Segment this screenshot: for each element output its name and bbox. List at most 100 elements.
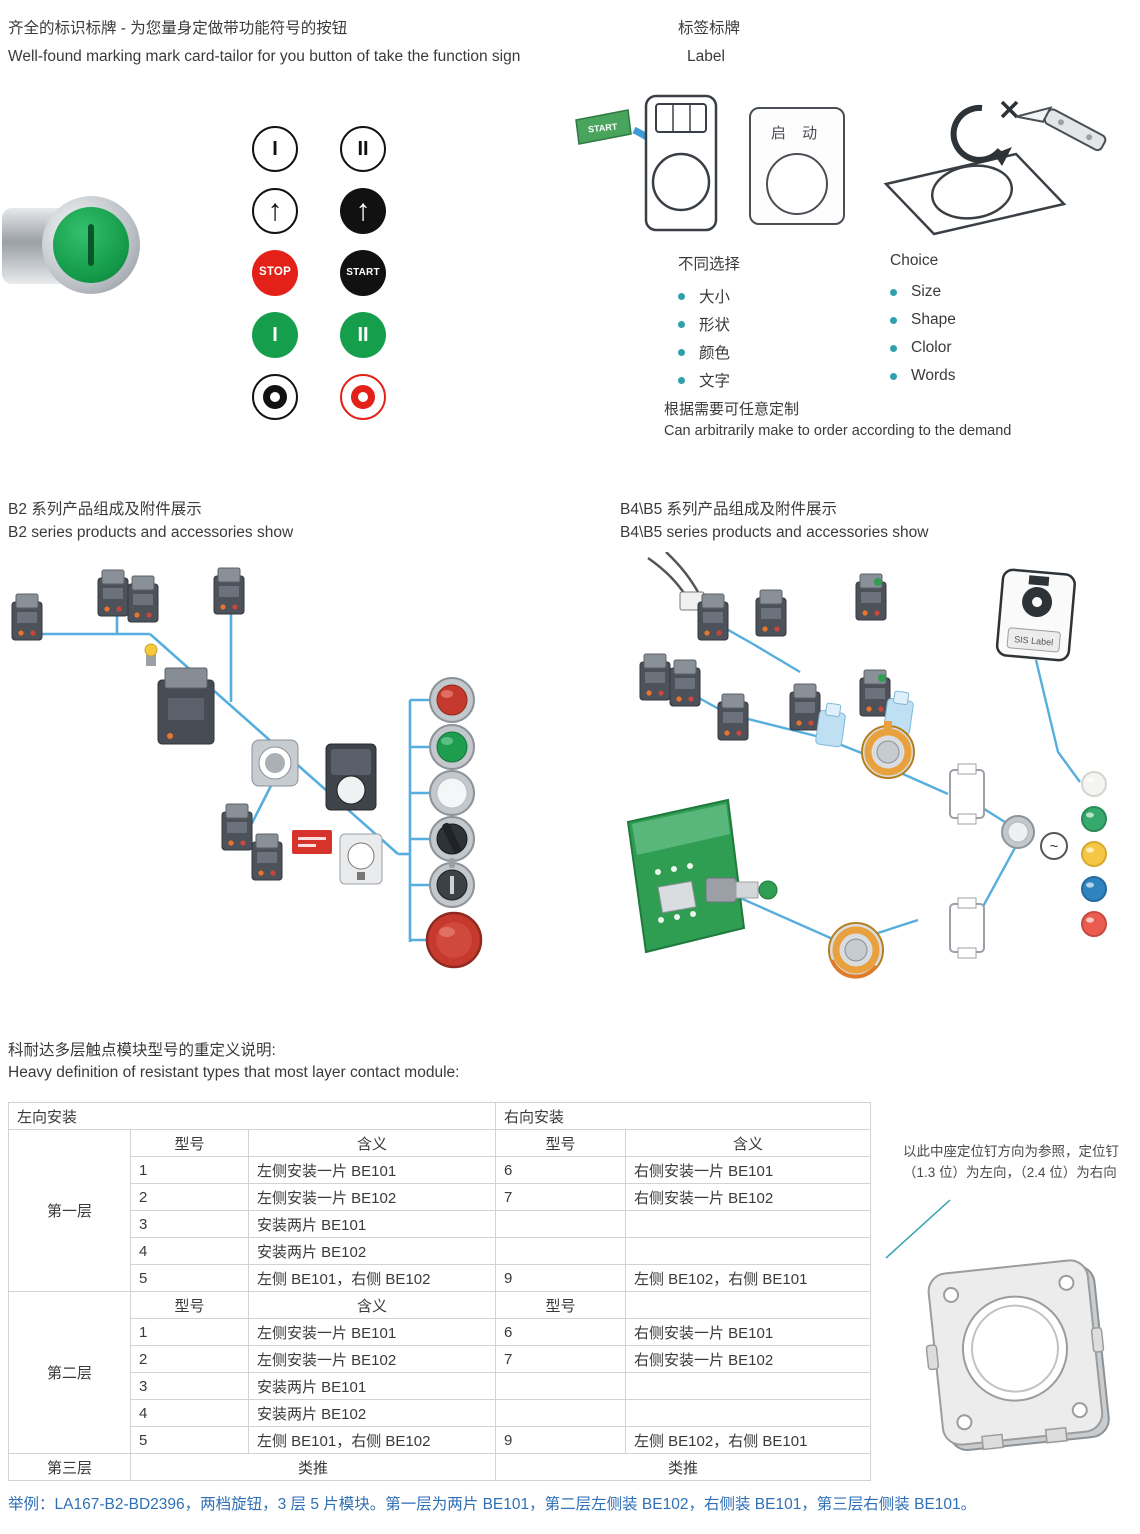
- choice-label: Size: [911, 283, 942, 300]
- layer3-label: 第三层: [8, 1453, 131, 1481]
- choice-label: Shape: [911, 311, 956, 328]
- legend-plate: 启 动: [749, 107, 845, 225]
- face-plate: [325, 743, 377, 811]
- meaning-header: 含义: [624, 1129, 872, 1157]
- cap-yellow: [1081, 841, 1107, 867]
- white-bracket: [949, 763, 985, 825]
- symbol-start-black: START: [340, 250, 386, 296]
- example-text: 举例：LA167-B2-BD2396，两档旋钮，3 层 5 片模块。第一层为两片…: [8, 1496, 977, 1513]
- key-switch: [429, 858, 475, 908]
- table-row: 2 左侧安装一片 BE102 7 右侧安装一片 BE102: [9, 1183, 872, 1211]
- custom-note-en: Can arbitrarily make to order according …: [664, 423, 1012, 439]
- table-row: 第三层 类推 类推: [8, 1453, 872, 1481]
- symbol-II-green: II: [340, 312, 386, 358]
- mushroom-button-red: [425, 911, 483, 969]
- green-pushbutton-photo: [2, 196, 158, 296]
- mounting-ring: [251, 739, 299, 787]
- redefinition-table: 左向安装 右向安装 第一层 型号 含义 型号 含义 1 左侧安装一片 BE101…: [8, 1102, 872, 1481]
- symbol-O-red: [340, 374, 386, 420]
- redef-title-en: Heavy definition of resistant types that…: [8, 1064, 460, 1081]
- contact-block: [669, 659, 701, 707]
- table-row: 4 安装两片 BE102: [9, 1237, 872, 1265]
- o-ring-icon: [351, 385, 375, 409]
- contact-block: [127, 575, 159, 623]
- meaning-header: 含义: [248, 1129, 496, 1157]
- contact-block: [11, 593, 43, 641]
- table-row: 5 左侧 BE101，右侧 BE102 9 左侧 BE102，右侧 BE101: [9, 1426, 872, 1454]
- cap-red: [1081, 911, 1107, 937]
- dial-plate: [339, 833, 383, 885]
- model-header: 型号: [130, 1291, 249, 1319]
- symbol-arrow-black: ↑: [340, 188, 386, 234]
- led-lamp: [144, 643, 158, 666]
- cap-white: [1081, 771, 1107, 797]
- table-row: 2 左侧安装一片 BE102 7 右侧安装一片 BE102: [9, 1345, 872, 1373]
- b2-title-en: B2 series products and accessories show: [8, 524, 294, 541]
- model-header: 型号: [130, 1129, 249, 1157]
- contact-block: [251, 833, 283, 881]
- button-head-green: [429, 724, 475, 770]
- contact-block: [221, 803, 253, 851]
- cutting-illustration: [883, 100, 1107, 236]
- plug-assembly: [705, 877, 778, 903]
- symbol-stop-red: STOP: [252, 250, 298, 296]
- model-header: 型号: [495, 1129, 626, 1157]
- table-row: 3 安装两片 BE101: [9, 1372, 872, 1400]
- green-indicator-dot: [874, 578, 882, 586]
- white-bracket: [949, 897, 985, 959]
- table-row: 1 左侧安装一片 BE101 6 右侧安装一片 BE101: [9, 1318, 872, 1346]
- pcb-panel: [626, 798, 746, 954]
- knife-icon: [1016, 106, 1107, 152]
- table-subheader-row: 第二层 型号 含义 型号: [8, 1291, 872, 1454]
- table-row: 5 左侧 BE101，右侧 BE102 9 左侧 BE102，右侧 BE101: [9, 1264, 872, 1292]
- choice-label: 文字: [699, 373, 731, 390]
- b2-exploded-diagram: [11, 567, 483, 969]
- choice-list-en: Choice Size Shape Clolor Words: [890, 252, 1100, 390]
- bullet-icon: [890, 344, 897, 352]
- choice-item: 颜色: [678, 338, 888, 366]
- choice-item: Clolor: [890, 334, 1100, 362]
- choice-item: Shape: [890, 306, 1100, 334]
- choice-label: Words: [911, 367, 956, 384]
- cap-blue: [1081, 876, 1107, 902]
- symbol-arrow-outline: ↑: [252, 188, 298, 234]
- arrow-up-icon: ↑: [355, 194, 371, 227]
- svg-text:SIS Label: SIS Label: [1014, 634, 1054, 647]
- choice-label: 形状: [699, 317, 731, 334]
- table-row: 4 安装两片 BE102: [9, 1399, 872, 1427]
- symbol-grid: I II ↑ ↑ STOP START I II: [252, 126, 386, 420]
- choice-list-cn: 不同选择 大小 形状 颜色 文字: [678, 252, 888, 394]
- b45-exploded-diagram: ~ SIS Label: [626, 552, 1107, 979]
- symbol-label: II: [357, 138, 369, 160]
- positioning-pin-note: 以此中座定位钉方向为参照，定位钉（1.3 位）为左向，（2.4 位）为右向: [903, 1144, 1119, 1180]
- b45-title-cn: B4\B5 系列产品组成及附件展示: [620, 501, 838, 518]
- assembled-button: [1001, 815, 1035, 849]
- label-holder: [644, 94, 718, 232]
- svg-text:START: START: [588, 121, 619, 134]
- bullet-icon: [890, 316, 897, 324]
- button-head-white: [429, 770, 475, 816]
- contact-block: [789, 683, 821, 731]
- sis-label-card: SIS Label: [995, 568, 1076, 662]
- etc-cell: 类推: [130, 1453, 496, 1481]
- label-title-cn: 标签标牌: [678, 20, 741, 37]
- table-header-row: 左向安装 右向安装: [8, 1102, 872, 1130]
- symbol-I-green: I: [252, 312, 298, 358]
- choice-label: Clolor: [911, 339, 952, 356]
- contact-block: [717, 693, 749, 741]
- o-ring-icon: [263, 385, 287, 409]
- symbol-label: START: [346, 267, 380, 278]
- bullet-icon: [678, 292, 685, 300]
- bullet-icon: [890, 288, 897, 296]
- contact-block: [213, 567, 245, 615]
- bullet-icon: [890, 372, 897, 380]
- button-head-red: [429, 677, 475, 723]
- choice-title-cn: 不同选择: [678, 256, 741, 273]
- label-title-en: Label: [687, 48, 725, 65]
- bullet-icon: [678, 376, 685, 384]
- choice-label: 大小: [699, 289, 731, 306]
- center-base-illustration: [925, 1259, 1110, 1452]
- green-indicator-dot: [878, 674, 886, 682]
- svg-text:启 动: 启 动: [771, 125, 823, 142]
